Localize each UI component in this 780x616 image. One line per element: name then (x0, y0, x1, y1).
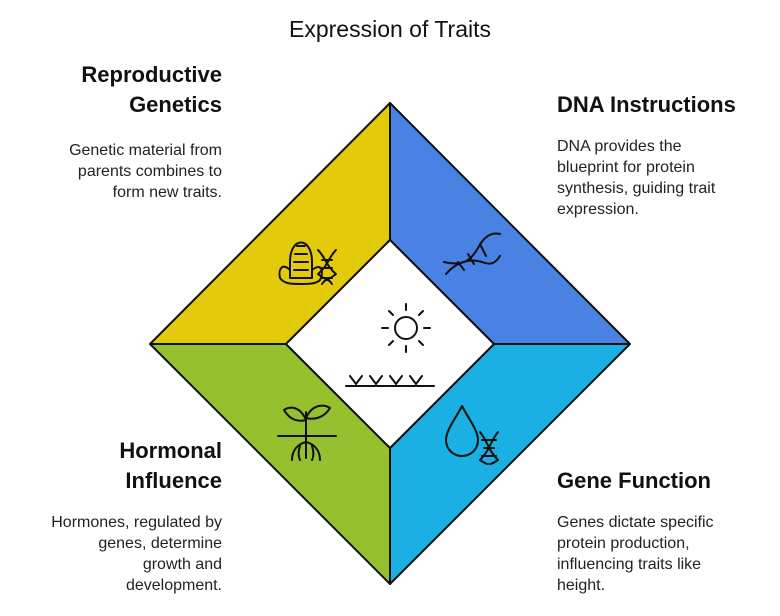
description-line: blueprint for protein (557, 159, 695, 176)
description-line: protein production, (557, 535, 690, 552)
heading-line: Genetics (129, 92, 222, 117)
corn-dna-icon (278, 241, 337, 285)
hormonal-influence-description: Hormones, regulated by genes, determine … (51, 512, 222, 596)
heading-line: Influence (125, 468, 222, 493)
sun-grass-icon (345, 303, 435, 387)
description-line: development. (125, 577, 222, 594)
reproductive-genetics-description: Genetic material from parents combines t… (69, 140, 222, 203)
drop-dna-icon (445, 405, 499, 465)
heading-line: Hormonal (119, 438, 222, 463)
description-line: synthesis, guiding trait (557, 180, 716, 197)
sprout-roots-icon (277, 404, 337, 461)
dna-helix-icon (443, 232, 501, 275)
heading-line: Gene Function (557, 468, 711, 493)
description-line: genes, determine (98, 535, 222, 552)
page-title: Expression of Traits (289, 16, 491, 42)
heading-line: Reproductive (81, 62, 222, 87)
dna-instructions-heading: DNA Instructions (557, 90, 736, 120)
description-line: Genetic material from (69, 142, 222, 159)
hormonal-influence-heading: Hormonal Influence (119, 436, 222, 496)
description-line: growth and (142, 556, 222, 573)
description-line: form new traits. (112, 184, 222, 201)
gene-function-description: Genes dictate specific protein productio… (557, 512, 714, 596)
description-line: influencing traits like (557, 556, 702, 573)
dna-instructions-description: DNA provides the blueprint for protein s… (557, 136, 715, 220)
reproductive-genetics-heading: Reproductive Genetics (81, 60, 222, 120)
description-line: height. (557, 577, 606, 594)
description-line: Genes dictate specific (557, 514, 714, 531)
heading-line: DNA Instructions (557, 92, 736, 117)
description-line: DNA provides the (557, 138, 682, 155)
description-line: Hormones, regulated by (51, 514, 222, 531)
description-line: parents combines to (77, 163, 222, 180)
gene-function-heading: Gene Function (557, 466, 711, 496)
description-line: expression. (557, 201, 639, 218)
